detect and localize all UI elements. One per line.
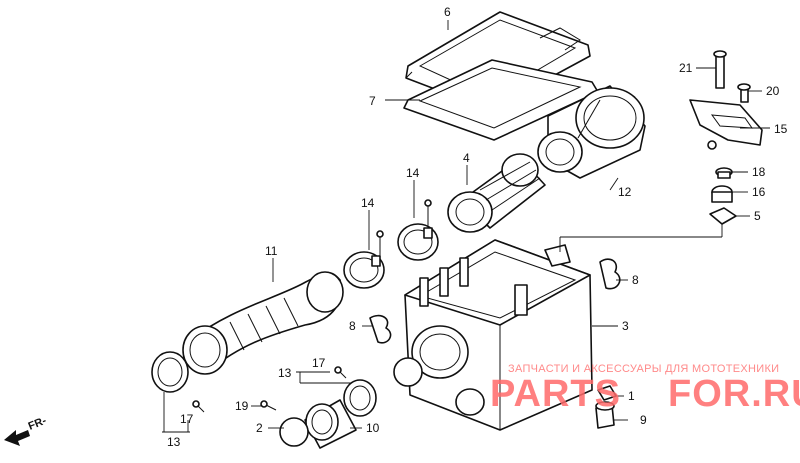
grommet-16	[711, 185, 733, 203]
bolt-21	[713, 50, 727, 89]
callout-18: 18	[752, 165, 766, 179]
clamp-band-upper	[397, 199, 439, 261]
filter-element	[537, 85, 646, 179]
watermark-tagline: ЗАПЧАСТИ И АКСЕССУАРЫ ДЛЯ МОТОТЕХНИКИ	[508, 363, 779, 375]
nut-5	[709, 207, 737, 225]
band-2	[279, 417, 309, 447]
leader-lines	[162, 20, 770, 433]
front-direction-marker: FR-	[4, 415, 48, 446]
callout-1: 1	[628, 389, 635, 403]
callout-2: 2	[256, 421, 263, 435]
callout-20: 20	[766, 84, 780, 98]
callout-21: 21	[679, 61, 693, 75]
watermark: ЗАПЧАСТИ И АКСЕССУАРЫ ДЛЯ МОТОТЕХНИКИ PA…	[490, 363, 800, 415]
band-clamp-13	[151, 351, 189, 393]
callout-13-lower: 13	[167, 435, 181, 449]
drain-plug	[595, 401, 615, 429]
screw-17-upper	[334, 366, 347, 379]
intake-screen	[447, 153, 546, 233]
joint-tube-10	[304, 399, 357, 449]
tube-clip-right	[599, 258, 621, 290]
clamp-band-lower	[343, 230, 385, 289]
callout-13-upper: 13	[278, 366, 292, 380]
callout-19: 19	[235, 399, 249, 413]
callout-10: 10	[366, 421, 380, 435]
watermark-logo-right: FOR.RU	[668, 373, 800, 415]
callout-16: 16	[752, 185, 766, 199]
bolt-20	[737, 83, 751, 103]
bracket-15	[689, 99, 763, 150]
band-clamp-13-right	[343, 379, 377, 417]
tube-clip-left	[369, 314, 392, 344]
collar-18	[715, 167, 733, 179]
callout-7: 7	[369, 94, 376, 108]
callout-14-upper: 14	[406, 166, 420, 180]
fr-label: FR-	[27, 415, 49, 433]
screw-19	[260, 400, 277, 411]
air-cleaner-case	[393, 239, 593, 431]
screw-17-lower	[192, 400, 205, 413]
callout-numbers: 6 7 4 12 14 14 11 8 8 3 21 20 15 18 16 5…	[167, 5, 788, 449]
callout-4: 4	[463, 151, 470, 165]
callout-15: 15	[774, 122, 788, 136]
callout-5: 5	[754, 209, 761, 223]
callout-6: 6	[444, 5, 451, 19]
callout-8-left: 8	[349, 319, 356, 333]
connecting-tube	[182, 271, 344, 375]
callout-9: 9	[640, 413, 647, 427]
callout-17-upper: 17	[312, 356, 326, 370]
callout-14-lower: 14	[361, 196, 375, 210]
callout-3: 3	[622, 319, 629, 333]
callout-12: 12	[618, 185, 632, 199]
watermark-logo-left: PARTS	[490, 373, 621, 415]
callout-17-lower: 17	[180, 412, 194, 426]
front-arrow-icon	[4, 430, 30, 446]
callout-8-right: 8	[632, 273, 639, 287]
callout-11: 11	[265, 244, 278, 258]
